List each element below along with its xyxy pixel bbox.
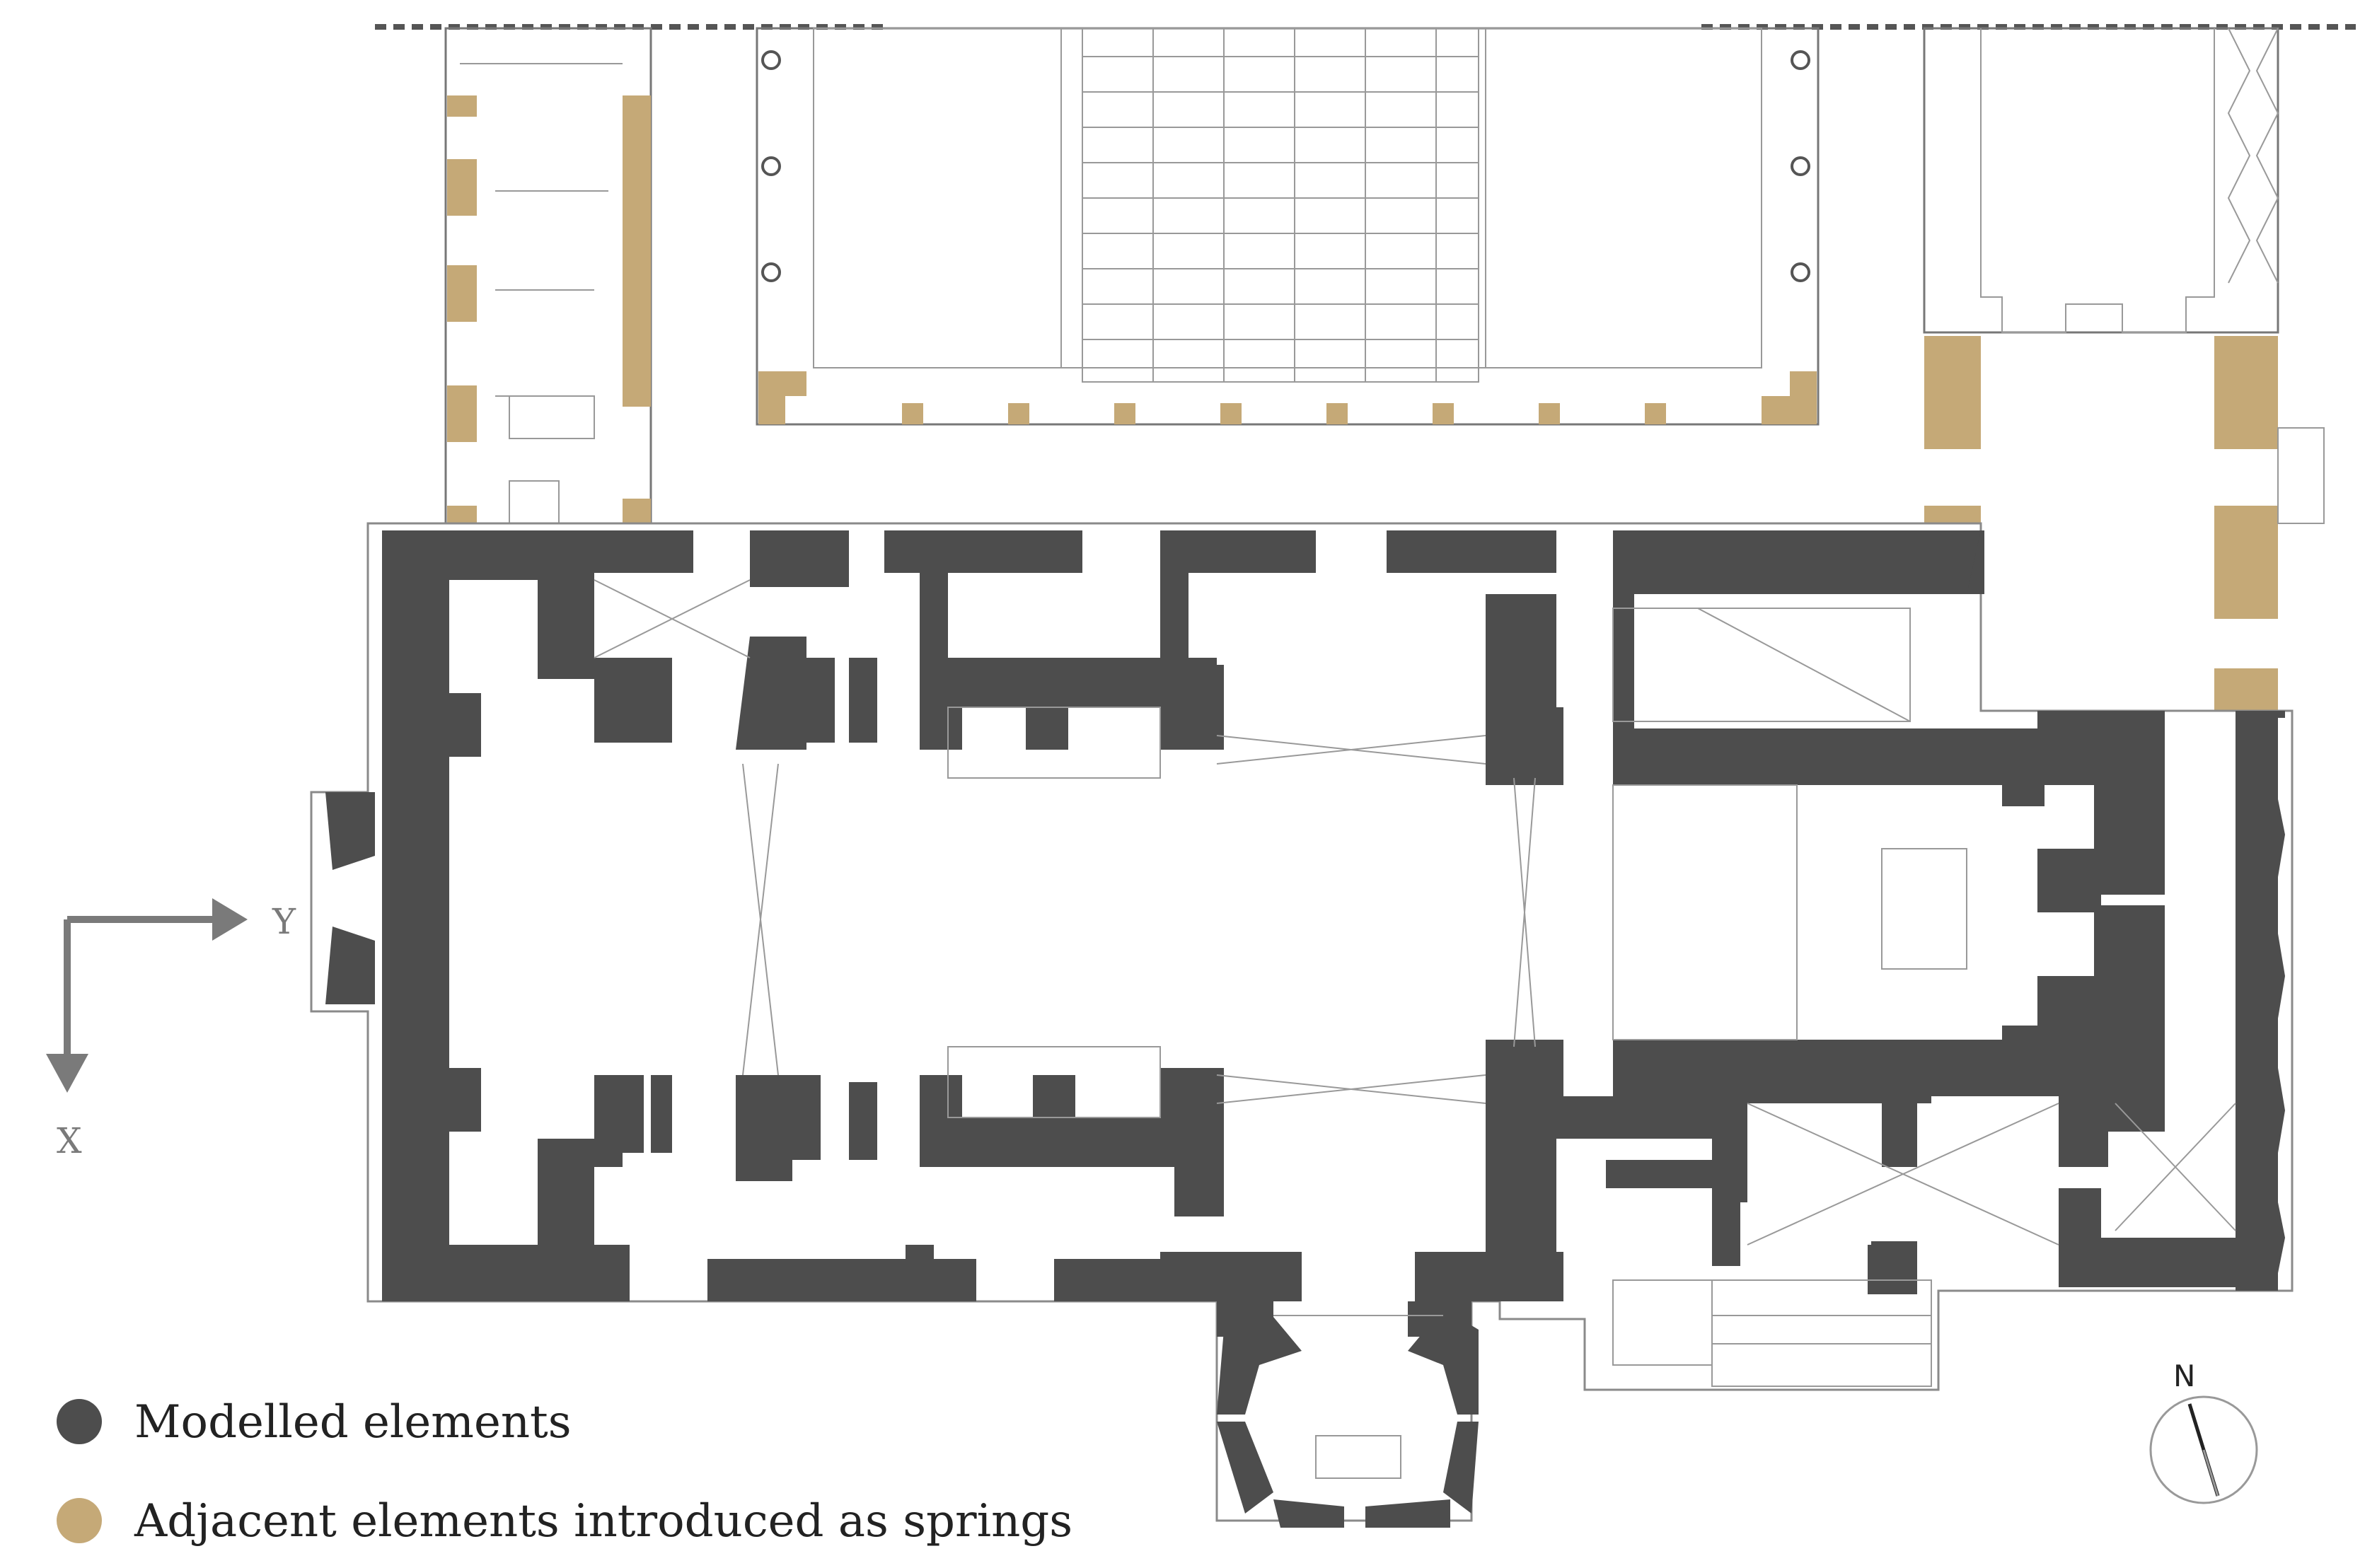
- legend-label-springs: Adjacent elements introduced as springs: [134, 1495, 1072, 1547]
- x-axis-label: X: [57, 1120, 82, 1161]
- cloister-courtyard: [756, 27, 1820, 426]
- modelled-walls: [325, 530, 2285, 1528]
- axes-indicator: Y X: [46, 898, 296, 1161]
- right-top-wing: [1923, 27, 2325, 711]
- legend: Modelled elements Adjacent elements intr…: [57, 1396, 1072, 1547]
- north-arrow: N: [2149, 1359, 2258, 1504]
- y-axis-label: Y: [272, 901, 296, 942]
- legend-swatch-springs: [57, 1498, 102, 1543]
- north-label: N: [2173, 1359, 2195, 1393]
- vault-linework: [594, 579, 2236, 1479]
- legend-swatch-modelled: [57, 1399, 102, 1444]
- left-wing: [444, 27, 652, 532]
- legend-label-modelled: Modelled elements: [134, 1396, 572, 1448]
